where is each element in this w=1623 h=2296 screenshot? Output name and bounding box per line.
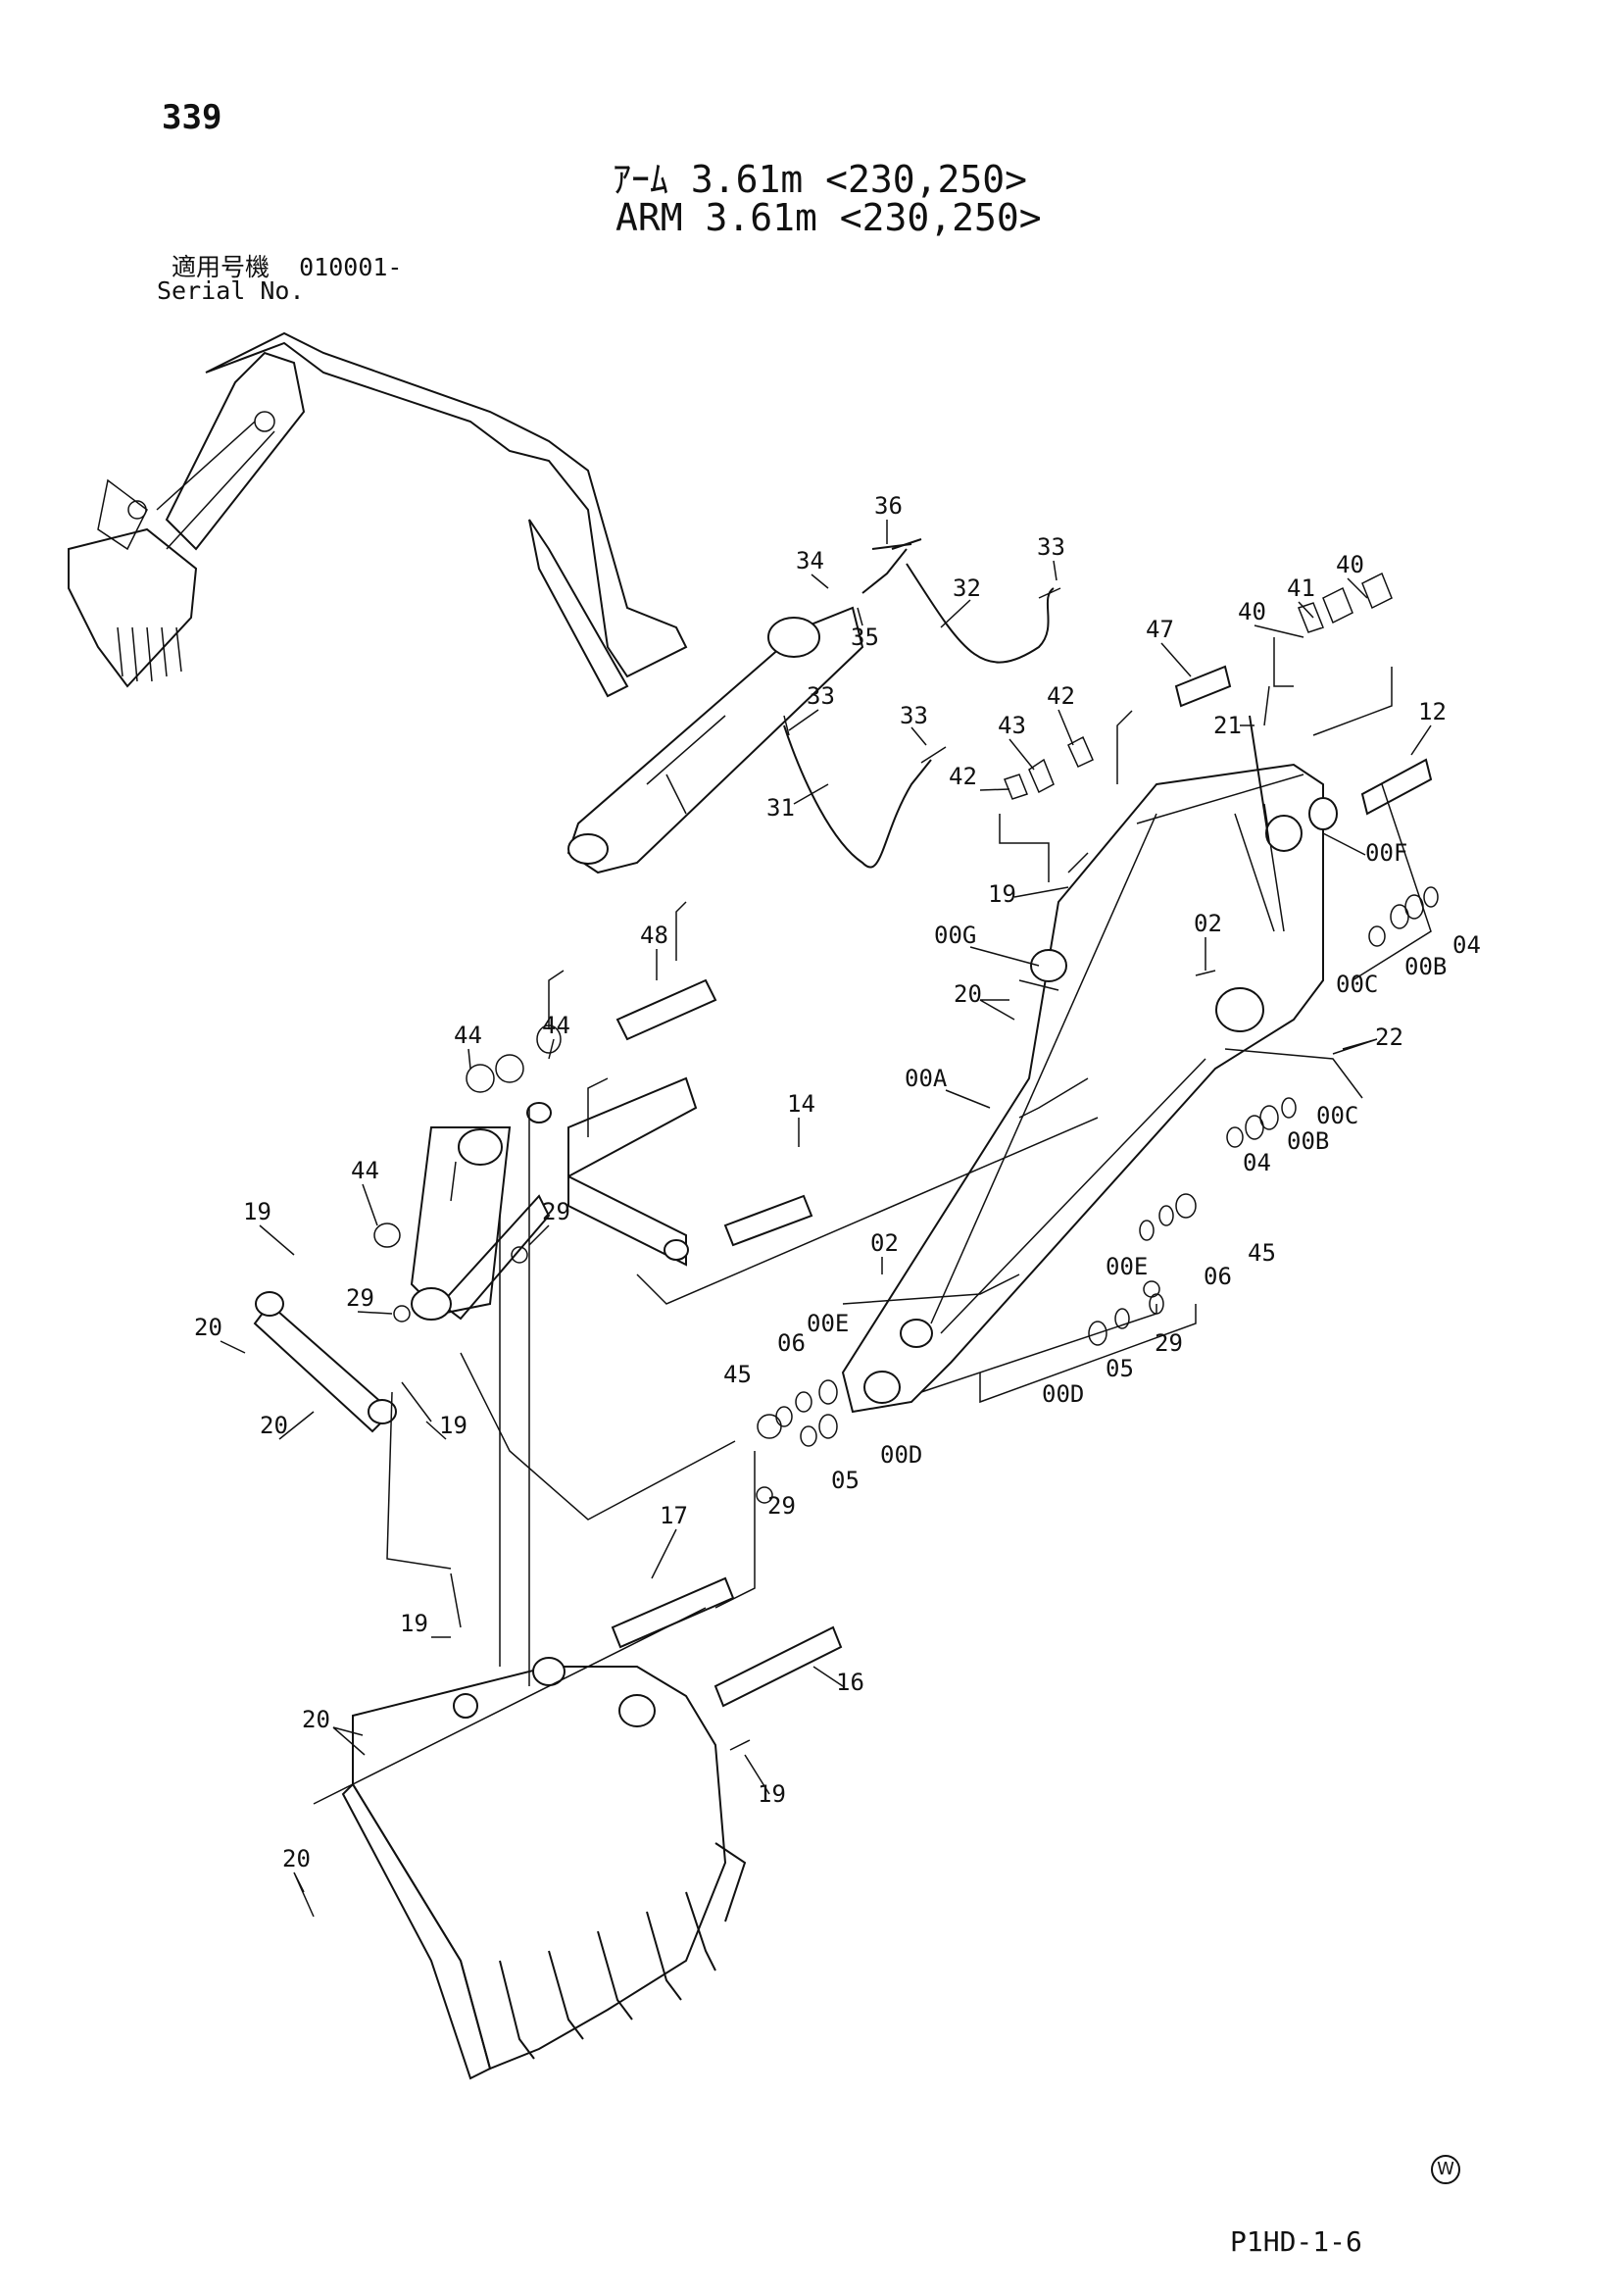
title-japanese: ｱｰﾑ 3.61m <230,250> bbox=[613, 158, 1028, 201]
bucket bbox=[341, 1657, 747, 2080]
part-label: 00C bbox=[1336, 971, 1378, 998]
part-label: 00F bbox=[1365, 839, 1407, 867]
part-label: 20 bbox=[302, 1706, 330, 1733]
part-label: 12 bbox=[1418, 698, 1447, 725]
part-label: 19 bbox=[400, 1610, 428, 1637]
part-label: 22 bbox=[1375, 1023, 1403, 1051]
part-label: 44 bbox=[542, 1012, 570, 1039]
part-label: 29 bbox=[346, 1284, 374, 1312]
part-label: 33 bbox=[807, 682, 835, 710]
part-label: 04 bbox=[1452, 931, 1481, 959]
part-label: 44 bbox=[351, 1157, 379, 1184]
part-label: 02 bbox=[1194, 910, 1222, 937]
excavator-reference-sketch bbox=[68, 331, 688, 698]
serial-label-english: Serial No. bbox=[157, 276, 305, 305]
part-label: 45 bbox=[723, 1361, 752, 1388]
part-label: 42 bbox=[1047, 682, 1075, 710]
bucket-links bbox=[253, 1076, 698, 1433]
part-label: 29 bbox=[1155, 1329, 1183, 1357]
leader-lines bbox=[220, 520, 1432, 1918]
part-label: 40 bbox=[1336, 551, 1364, 578]
title-english: ARM 3.61m <230,250> bbox=[615, 196, 1042, 239]
part-label: 05 bbox=[831, 1467, 860, 1494]
document-code: P1HD-1-6 bbox=[1230, 2225, 1362, 2258]
page-number: 339 bbox=[162, 98, 222, 137]
part-label: 31 bbox=[766, 794, 795, 822]
part-label: 36 bbox=[874, 492, 903, 520]
part-label: 33 bbox=[1037, 533, 1065, 561]
part-label: 19 bbox=[243, 1198, 271, 1225]
part-label: 42 bbox=[949, 763, 977, 790]
part-label: 19 bbox=[758, 1780, 786, 1808]
part-label: 40 bbox=[1238, 598, 1266, 625]
part-label: 29 bbox=[767, 1492, 796, 1520]
part-label: 45 bbox=[1248, 1239, 1276, 1267]
part-label: 00B bbox=[1287, 1127, 1329, 1155]
part-label: 16 bbox=[836, 1669, 864, 1696]
seals-and-washers bbox=[373, 572, 1439, 1751]
part-label: 04 bbox=[1243, 1149, 1271, 1176]
part-label: 00E bbox=[807, 1310, 849, 1337]
part-label: 21 bbox=[1213, 712, 1242, 739]
serial-label-japanese: 適用号機 bbox=[172, 253, 270, 281]
part-label: 14 bbox=[787, 1090, 815, 1118]
part-label: 17 bbox=[660, 1502, 688, 1529]
part-label: 34 bbox=[796, 547, 824, 574]
part-label: 20 bbox=[282, 1845, 311, 1872]
part-label: 00E bbox=[1106, 1253, 1148, 1280]
part-label: 00D bbox=[880, 1441, 922, 1469]
part-label: 48 bbox=[640, 922, 668, 949]
pins bbox=[611, 665, 1433, 1708]
connection-lines bbox=[313, 637, 1432, 1805]
part-label: 00G bbox=[934, 922, 976, 949]
part-label: 32 bbox=[953, 574, 981, 602]
part-label: 44 bbox=[454, 1022, 482, 1049]
part-label: 33 bbox=[900, 702, 928, 729]
part-label: 29 bbox=[542, 1198, 570, 1225]
part-label: 47 bbox=[1146, 616, 1174, 643]
part-label: 19 bbox=[439, 1412, 467, 1439]
part-label: 00A bbox=[905, 1065, 948, 1092]
part-label: 19 bbox=[988, 880, 1016, 908]
serial-number-row: 適用号機 010001- bbox=[172, 248, 402, 283]
serial-value: 010001- bbox=[299, 253, 403, 281]
part-label: 06 bbox=[1204, 1263, 1232, 1290]
part-label: 06 bbox=[777, 1329, 806, 1357]
part-labels: 36 34 33 32 35 40 41 40 47 33 33 42 43 4… bbox=[194, 492, 1481, 1872]
part-label: 05 bbox=[1106, 1355, 1134, 1382]
part-label: 00B bbox=[1404, 953, 1447, 980]
w-symbol-mark: W bbox=[1431, 2155, 1460, 2184]
part-label: 41 bbox=[1287, 574, 1315, 602]
part-label: 35 bbox=[851, 624, 879, 651]
part-label: 43 bbox=[998, 712, 1026, 739]
arm-assembly-00A bbox=[841, 763, 1338, 1414]
part-label: 20 bbox=[194, 1314, 222, 1341]
part-label: 00C bbox=[1316, 1102, 1358, 1129]
part-label: 20 bbox=[954, 980, 982, 1008]
part-label: 20 bbox=[260, 1412, 288, 1439]
arm-cylinder-and-hoses bbox=[566, 538, 1061, 874]
part-label: 02 bbox=[870, 1229, 899, 1257]
part-label: 00D bbox=[1042, 1380, 1084, 1408]
